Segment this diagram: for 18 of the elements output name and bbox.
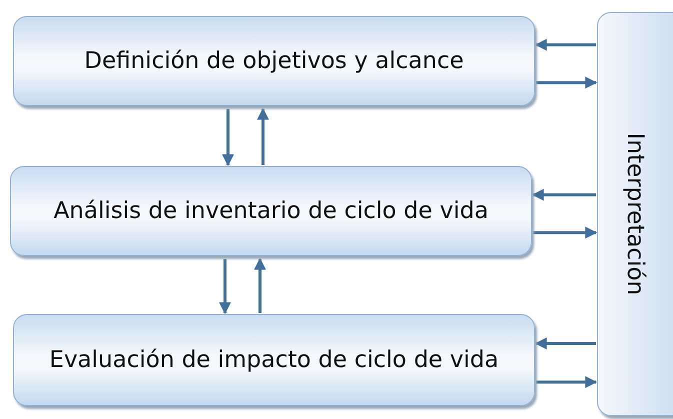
arrow [536,376,598,388]
arrow [532,188,596,201]
arrow [534,38,596,51]
arrow [257,108,269,165]
arrow [222,109,234,166]
box-label: Interpretación [622,132,648,296]
box-label: Evaluación de impacto de ciclo de vida [49,347,499,373]
arrow [254,258,266,313]
interpretation-panel [597,12,673,416]
arrow [533,226,598,239]
arrow [219,259,231,314]
box-label: Análisis de inventario de ciclo de vida [54,198,488,224]
process-box [10,166,532,256]
arrow [534,337,596,350]
box-label: Definición de objetivos y alcance [84,48,464,74]
process-box [13,314,535,406]
process-box [13,16,535,106]
arrow [536,76,598,89]
